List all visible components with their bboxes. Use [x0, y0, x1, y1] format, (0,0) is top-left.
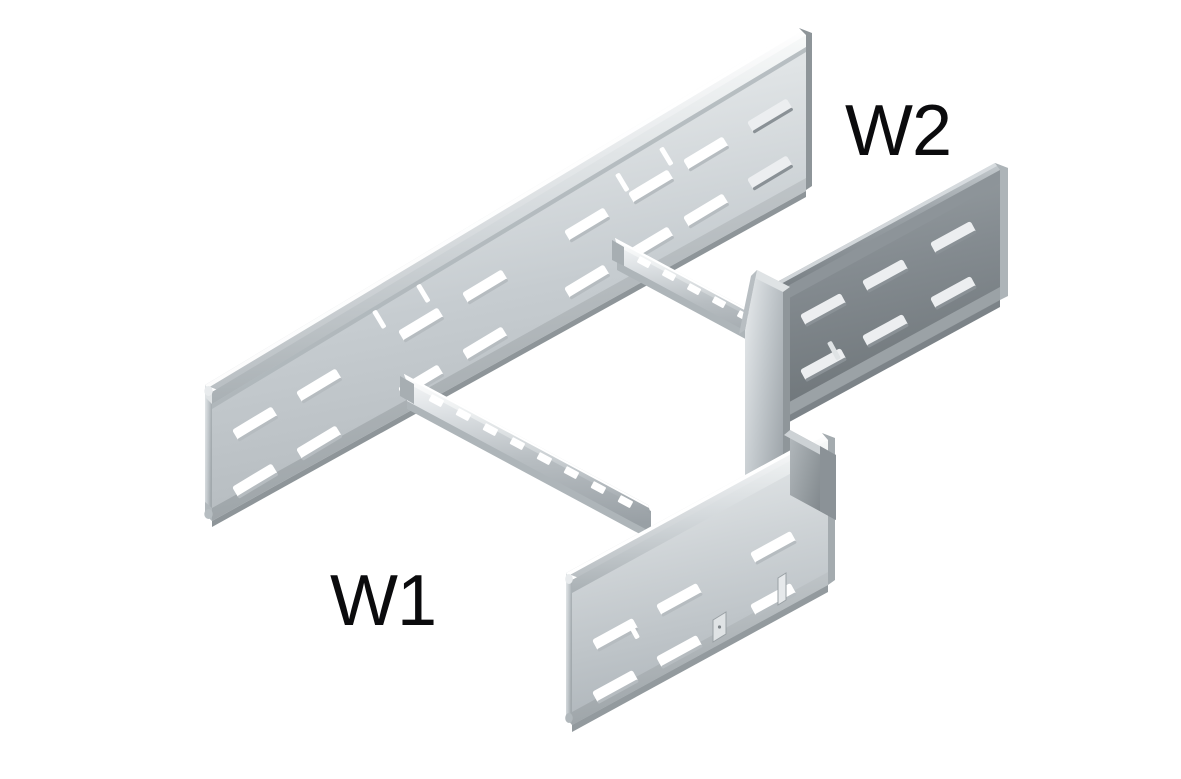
branch-rail-far-slits	[827, 341, 841, 360]
branch-rail-far-web	[771, 170, 1000, 425]
rung-upper-weld	[612, 240, 624, 266]
transition-gusset-face	[745, 270, 790, 508]
branch-rail-far-top-flange	[766, 163, 1008, 293]
main-rail-back-top-flange	[205, 28, 812, 390]
branch-rail-far-top-flange-hi	[766, 163, 997, 291]
rung-lower-perforations	[428, 394, 633, 508]
transition-gusset-side	[739, 270, 757, 334]
main-rail-back-top-flange-edge	[205, 28, 801, 389]
dimension-label-w2: W2	[845, 91, 952, 171]
branch-rail-far-bottom-lip	[771, 300, 1000, 432]
branch-rail-near	[565, 433, 835, 732]
main-rail-back-web	[212, 35, 806, 520]
branch-rail-near-top-flange-face	[572, 440, 828, 593]
transition-gusset	[739, 270, 790, 508]
main-rail-back-left-endcap	[204, 385, 213, 521]
branch-connector-lip	[820, 446, 836, 520]
branch-connector-channel	[784, 430, 836, 520]
main-rail-back-top-flange-face	[212, 35, 806, 404]
rung-lower	[400, 374, 651, 540]
branch-rail-near-web	[572, 440, 828, 725]
branch-rail-far-top-flange-face	[771, 170, 1000, 308]
branch-rail-near-tabs	[712, 572, 787, 643]
dimension-label-w1: W1	[330, 561, 437, 641]
branch-rail-far	[766, 163, 1008, 432]
branch-rail-far-right-endcap	[995, 163, 1008, 300]
branch-rail-near-top-flange-hi	[566, 433, 824, 576]
rung-lower-bottom-lip	[407, 401, 651, 540]
main-rail-back-top-flange-shadow	[212, 47, 806, 409]
branch-rail-near-top-flange	[566, 433, 835, 578]
rung-lower-weld	[400, 376, 414, 404]
main-rail-back-right-endcap	[799, 28, 812, 190]
branch-rail-near-left-endcap	[565, 573, 573, 725]
branch-rail-far-bottom-flange	[771, 287, 1000, 425]
rung-lower-top-tube-hi	[404, 374, 649, 508]
transition-gusset-top	[751, 270, 790, 292]
branch-rail-near-bottom-lip	[572, 585, 828, 732]
transition-gusset-shadow	[783, 287, 790, 474]
